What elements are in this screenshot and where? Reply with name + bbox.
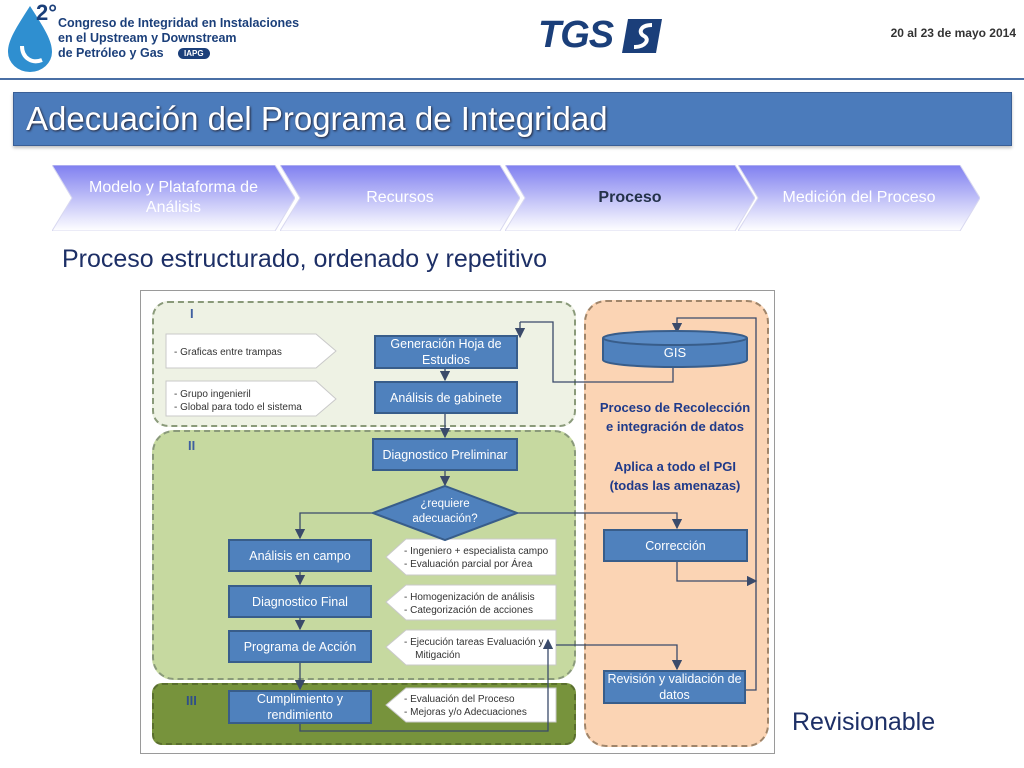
header-divider	[0, 78, 1024, 80]
note-grupo: - Grupo ingenieril - Global para todo el…	[168, 385, 318, 414]
note-ejecucion: - Ejecución tareas Evaluación y Mitigaci…	[398, 633, 556, 662]
zone-iii-label: III	[186, 693, 197, 708]
congress-title-line-3: de Petróleo y Gas	[58, 46, 164, 60]
event-date: 20 al 23 de mayo 2014	[890, 26, 1016, 40]
iapg-badge: IAPG	[178, 48, 210, 59]
water-drop-icon	[8, 6, 52, 72]
note-graficas: - Graficas entre trampas	[168, 343, 318, 359]
note-line: Mitigación	[404, 650, 461, 661]
box-diagnostico-final: Diagnostico Final	[228, 585, 372, 618]
note-ingeniero: - Ingeniero + especialista campo - Evalu…	[398, 542, 556, 571]
side-text-line: e integración de datos	[606, 419, 744, 434]
tgs-logo: TGS	[538, 14, 663, 58]
side-text-line: Aplica a todo el PGI	[613, 459, 737, 474]
side-text-recoleccion: Proceso de Recolección e integración de …	[588, 398, 762, 436]
step-label: Medición del Proceso	[782, 189, 936, 206]
zone-ii-label: II	[188, 438, 196, 453]
note-line: - Mejoras y/o Adecuaciones	[404, 707, 527, 718]
note-line: - Homogenización de análisis	[404, 592, 535, 603]
note-line: - Global para todo el sistema	[174, 402, 302, 413]
box-analisis-gabinete: Análisis de gabinete	[374, 381, 518, 414]
step-modelo-plataforma: Modelo y Plataforma de Análisis	[52, 165, 295, 231]
subtitle: Proceso estructurado, ordenado y repetit…	[62, 245, 547, 273]
note-line: - Graficas entre trampas	[174, 347, 282, 358]
note-line: - Categorización de acciones	[404, 605, 533, 616]
step-proceso: Proceso	[505, 165, 755, 231]
page-title: Adecuación del Programa de Integridad	[26, 100, 608, 137]
gis-label: GIS	[663, 345, 687, 360]
box-revision-validacion: Revisión y validación de datos	[603, 670, 746, 704]
side-text-line: Proceso de Recolección	[599, 400, 751, 415]
box-cumplimiento: Cumplimiento y rendimiento	[228, 690, 372, 724]
chevron-shape	[52, 165, 295, 231]
congress-logo: 2° Congreso de Integridad en Instalacion…	[6, 0, 306, 76]
step-label: Recursos	[366, 189, 434, 206]
side-text-aplica: Aplica a todo el PGI (todas las amenazas…	[588, 457, 762, 495]
step-label: Modelo y Plataforma de Análisis	[89, 179, 258, 216]
congress-title-line-2: en el Upstream y Downstream	[58, 31, 237, 45]
decision-label: ¿requiere adecuación?	[412, 498, 478, 525]
congress-number: 2°	[36, 0, 58, 25]
box-programa-accion: Programa de Acción	[228, 630, 372, 663]
box-analisis-campo: Análisis en campo	[228, 539, 372, 572]
revisionable-label: Revisionable	[792, 708, 936, 736]
note-line: - Ejecución tareas Evaluación y	[404, 637, 544, 648]
note-homogenizacion: - Homogenización de análisis - Categoriz…	[398, 588, 556, 617]
step-recursos: Recursos	[280, 165, 520, 231]
note-line: - Grupo ingenieril	[174, 389, 251, 400]
box-correccion: Corrección	[603, 529, 748, 562]
side-text-line: (todas las amenazas)	[609, 478, 741, 493]
note-line: - Evaluación del Proceso	[404, 694, 515, 705]
chevron-shape	[738, 165, 980, 231]
tgs-mark-icon	[622, 19, 662, 53]
chevron-shape	[280, 165, 520, 231]
step-label-active: Proceso	[598, 189, 662, 206]
box-diagnostico-preliminar: Diagnostico Preliminar	[372, 438, 518, 471]
step-medicion: Medición del Proceso	[738, 165, 980, 231]
note-line: - Ingeniero + especialista campo	[404, 546, 549, 557]
box-generacion-hoja: Generación Hoja de Estudios	[374, 335, 518, 369]
title-bar: Adecuación del Programa de Integridad	[13, 92, 1012, 146]
congress-title-line-1: Congreso de Integridad en Instalaciones	[58, 16, 300, 30]
note-line: - Evaluación parcial por Área	[404, 559, 533, 570]
chevron-shape	[505, 165, 755, 231]
tgs-logo-text: TGS	[538, 14, 614, 56]
zone-i-label: I	[190, 306, 194, 321]
note-evaluacion: - Evaluación del Proceso - Mejoras y/o A…	[398, 690, 556, 719]
